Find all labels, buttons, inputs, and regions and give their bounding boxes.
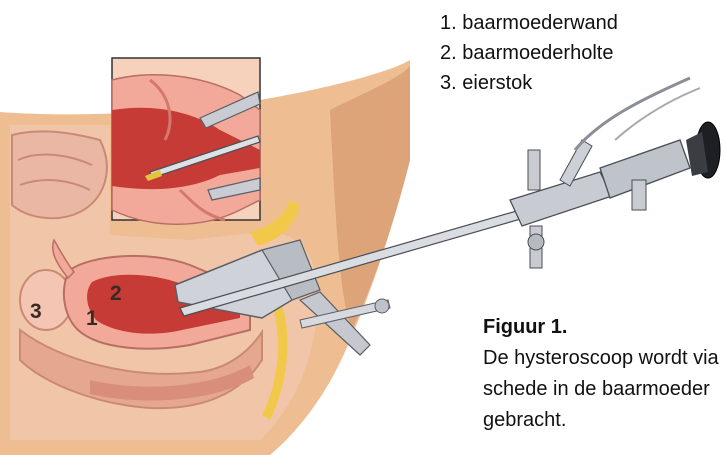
legend-item-wall: 1. baarmoederwand	[440, 8, 618, 38]
label-wall: 1	[86, 307, 98, 330]
legend-label: eierstok	[462, 72, 532, 94]
caption-line: De hysteroscoop wordt via de	[483, 343, 725, 374]
camera-knob	[632, 180, 646, 210]
legend: 1. baarmoederwand 2. baarmoederholte 3. …	[440, 8, 618, 98]
caption-title: Figuur 1.	[483, 312, 725, 343]
figure-caption: Figuur 1. De hysteroscoop wordt via de s…	[483, 312, 725, 436]
legend-label: baarmoederwand	[462, 12, 618, 34]
legend-label: baarmoederholte	[462, 42, 613, 64]
caption-line: gebracht.	[483, 405, 725, 436]
label-ovary: 3	[30, 300, 42, 323]
legend-number: 1.	[440, 12, 457, 34]
legend-number: 2.	[440, 42, 457, 64]
caption-body: De hysteroscoop wordt via de schede in d…	[483, 343, 725, 436]
hysteroscope-knob	[528, 234, 544, 250]
legend-item-cavity: 2. baarmoederholte	[440, 38, 618, 68]
light-cable-2	[615, 88, 700, 140]
legend-number: 3.	[440, 72, 457, 94]
label-cavity: 2	[110, 282, 122, 305]
caption-line: schede in de baarmoeder	[483, 374, 725, 405]
hysteroscope-valve-1	[528, 150, 540, 190]
speculum-screw-knob	[375, 299, 389, 313]
legend-item-ovary: 3. eierstok	[440, 68, 618, 98]
